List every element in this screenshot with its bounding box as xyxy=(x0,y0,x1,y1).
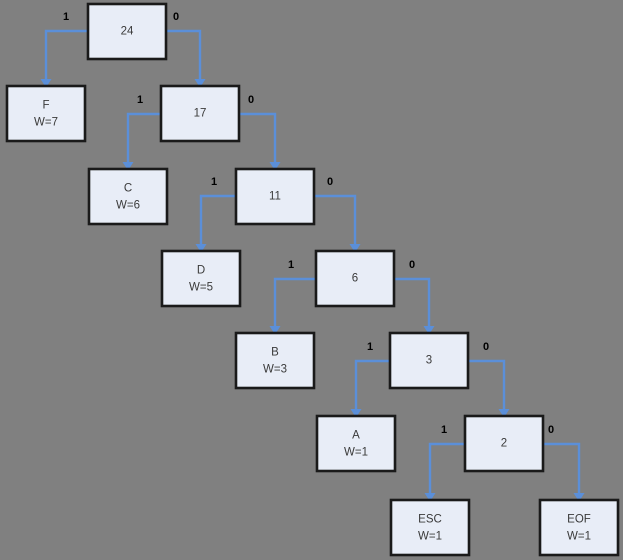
node-label-weight: W=1 xyxy=(418,531,442,543)
tree-edge xyxy=(195,194,236,253)
node-box[interactable] xyxy=(389,498,471,557)
edge-line xyxy=(126,112,161,162)
node-label-weight: W=5 xyxy=(189,282,213,294)
edge-label-n6-nB: 1 xyxy=(288,259,294,271)
edge-arrowhead xyxy=(350,409,362,418)
node-label-weight: W=1 xyxy=(567,531,591,543)
edge-label-n2-nESC: 1 xyxy=(441,424,447,436)
node-box[interactable] xyxy=(314,249,396,308)
node-box[interactable] xyxy=(5,84,87,143)
node-label-primary: F xyxy=(42,100,49,112)
nodes-layer: 24FW=717CW=611DW=56BW=33AW=12ESCW=1EOFW=… xyxy=(5,2,620,557)
edge-arrowhead xyxy=(498,409,510,418)
tree-edge xyxy=(166,29,206,88)
node-label-weight: W=1 xyxy=(344,447,368,459)
tree-node-n2[interactable]: 2 xyxy=(463,414,545,473)
edge-line xyxy=(354,359,390,409)
node-label-primary: A xyxy=(352,430,360,442)
edge-arrowhead xyxy=(423,326,435,335)
node-box[interactable] xyxy=(388,331,470,390)
tree-edge xyxy=(350,359,390,418)
edge-label-n2-nEOF: 0 xyxy=(548,424,554,436)
edge-arrowhead xyxy=(194,79,206,88)
edge-line xyxy=(166,29,202,79)
node-box[interactable] xyxy=(234,167,316,226)
edges-layer xyxy=(40,29,585,502)
edge-arrowhead xyxy=(40,79,52,88)
node-label-primary: 17 xyxy=(194,108,207,120)
edge-label-n11-n6: 0 xyxy=(327,176,333,188)
edge-line xyxy=(394,277,431,326)
edge-arrowhead xyxy=(349,244,361,253)
edge-line xyxy=(468,359,506,409)
node-box[interactable] xyxy=(463,414,545,473)
node-box[interactable] xyxy=(538,498,620,557)
node-box[interactable] xyxy=(234,331,316,390)
node-label-primary: 24 xyxy=(121,26,134,38)
edge-arrowhead xyxy=(122,162,134,171)
edge-label-n17-n11: 0 xyxy=(248,94,254,106)
edge-arrowhead xyxy=(269,326,281,335)
node-label-primary: ESC xyxy=(418,514,442,526)
node-label-weight: W=3 xyxy=(263,364,287,376)
node-label-primary: EOF xyxy=(567,514,591,526)
edge-label-n11-nD: 1 xyxy=(211,176,217,188)
edge-label-n24-n17: 0 xyxy=(173,11,179,23)
tree-edge xyxy=(394,277,435,335)
tree-node-nB[interactable]: B W=3 xyxy=(234,331,316,390)
edge-line xyxy=(273,277,316,326)
tree-node-nESC[interactable]: ESC W=1 xyxy=(389,498,471,557)
edge-line xyxy=(428,442,465,493)
tree-edge xyxy=(314,194,361,253)
node-label-primary: 6 xyxy=(352,273,358,285)
node-label-primary: D xyxy=(197,265,205,277)
node-box[interactable] xyxy=(87,167,169,226)
node-box[interactable] xyxy=(315,414,397,473)
edge-arrowhead xyxy=(573,493,585,502)
node-label-weight: W=7 xyxy=(34,117,58,129)
node-label-primary: B xyxy=(271,347,279,359)
tree-edge xyxy=(40,29,88,88)
tree-edge xyxy=(239,112,281,171)
tree-node-n3[interactable]: 3 xyxy=(388,331,470,390)
tree-node-n6[interactable]: 6 xyxy=(314,249,396,308)
edge-line xyxy=(314,194,357,244)
edge-line xyxy=(199,194,236,244)
edge-label-n3-n2: 0 xyxy=(483,341,489,353)
edge-arrowhead xyxy=(269,162,281,171)
tree-edge xyxy=(269,277,316,335)
tree-node-nC[interactable]: C W=6 xyxy=(87,167,169,226)
edge-label-n24-nF: 1 xyxy=(63,11,69,23)
tree-edge xyxy=(468,359,510,418)
tree-node-n11[interactable]: 11 xyxy=(234,167,316,226)
tree-node-nD[interactable]: D W=5 xyxy=(160,249,242,308)
tree-edge xyxy=(543,442,585,502)
edge-label-n17-nC: 1 xyxy=(137,94,143,106)
tree-edge xyxy=(122,112,161,171)
node-label-primary: 11 xyxy=(269,191,281,203)
node-label-primary: 3 xyxy=(426,355,432,367)
edge-line xyxy=(44,29,88,79)
node-label-primary: C xyxy=(124,183,132,195)
tree-node-n24[interactable]: 24 xyxy=(86,2,168,61)
node-box[interactable] xyxy=(160,249,242,308)
tree-node-nEOF[interactable]: EOF W=1 xyxy=(538,498,620,557)
node-label-weight: W=6 xyxy=(116,200,140,212)
node-label-primary: 2 xyxy=(501,438,507,450)
tree-node-nF[interactable]: F W=7 xyxy=(5,84,87,143)
edge-line xyxy=(239,112,277,162)
edge-arrowhead xyxy=(195,244,207,253)
edge-labels-layer: 1 0 1 0 1 0 1 0 1 0 1 0 xyxy=(63,11,554,436)
edge-arrowhead xyxy=(424,493,436,502)
tree-node-nA[interactable]: A W=1 xyxy=(315,414,397,473)
tree-edge xyxy=(424,442,465,502)
node-box[interactable] xyxy=(86,2,168,61)
edge-label-n3-nA: 1 xyxy=(367,341,373,353)
node-box[interactable] xyxy=(159,84,241,143)
edge-label-n6-n3: 0 xyxy=(409,259,415,271)
tree-node-n17[interactable]: 17 xyxy=(159,84,241,143)
edge-line xyxy=(543,442,581,493)
